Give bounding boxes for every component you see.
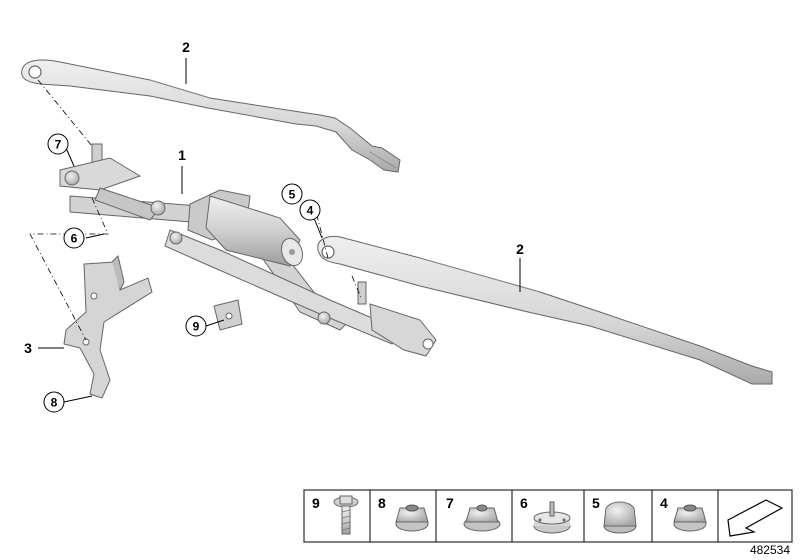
legend-item-5: 5 — [592, 495, 637, 534]
legend-item-6: 6 — [520, 495, 571, 534]
circled-callout-6: 6 — [63, 227, 85, 249]
bracket — [63, 255, 153, 399]
svg-text:6: 6 — [71, 232, 78, 246]
svg-text:8: 8 — [378, 495, 386, 511]
circled-callout-5: 5 — [281, 183, 303, 205]
svg-text:4: 4 — [660, 495, 668, 511]
legend-item-9: 9 — [312, 495, 359, 535]
legend-item-4: 4 — [660, 495, 707, 532]
leader-lines — [38, 58, 521, 403]
document-id: 482534 — [750, 543, 790, 557]
svg-text:8: 8 — [51, 396, 58, 410]
svg-text:7: 7 — [446, 495, 454, 511]
callout-wiper-arm-right: 2 — [516, 241, 524, 257]
fastener-legend: 9 8 7 6 — [303, 489, 793, 543]
wiper-linkage-with-motor — [59, 143, 437, 357]
orientation-arrow-icon — [727, 499, 784, 537]
svg-text:7: 7 — [55, 138, 62, 152]
circled-callout-7: 7 — [47, 133, 69, 155]
wiper-motor — [187, 189, 304, 267]
circled-callout-4: 4 — [299, 199, 321, 221]
svg-text:5: 5 — [289, 188, 296, 202]
svg-text:4: 4 — [307, 204, 314, 218]
callout-wiper-arm-left: 2 — [182, 39, 190, 55]
wiper-arm-right — [317, 236, 773, 385]
legend-item-7: 7 — [446, 495, 501, 532]
legend-item-8: 8 — [378, 495, 429, 532]
callout-linkage-motor: 1 — [178, 147, 186, 163]
circled-callout-9: 9 — [185, 315, 207, 337]
svg-text:9: 9 — [193, 320, 200, 334]
svg-text:9: 9 — [312, 495, 320, 511]
svg-text:5: 5 — [592, 495, 600, 511]
wiper-arm-left — [21, 59, 401, 173]
circled-callout-8: 8 — [43, 391, 65, 413]
svg-text:6: 6 — [520, 495, 528, 511]
callout-bracket: 3 — [24, 340, 32, 356]
